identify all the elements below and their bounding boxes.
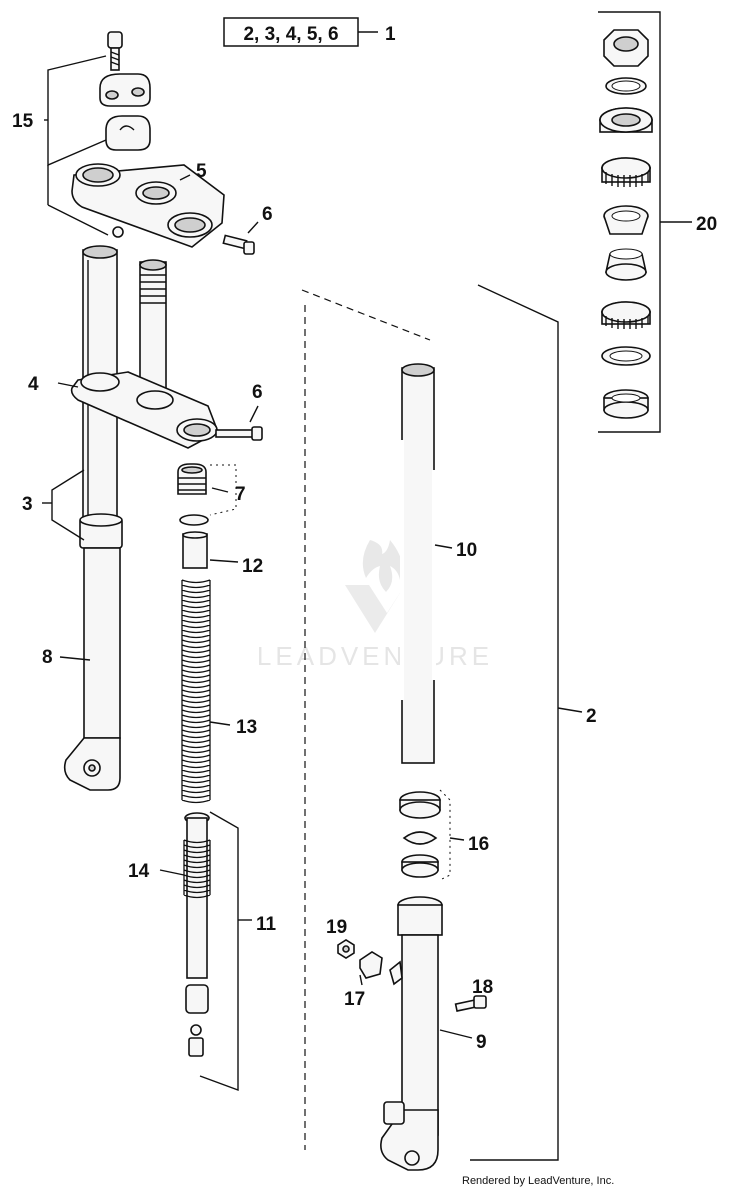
lower-triple-clamp: 4 xyxy=(28,371,220,449)
callout-1: 1 xyxy=(385,24,396,45)
damper-rod: 14 xyxy=(128,812,211,1057)
callout-1-group: 2, 3, 4, 5, 6 1 xyxy=(223,17,396,47)
bearing-kit-20: 20 xyxy=(598,11,717,433)
callout-5: 5 xyxy=(196,161,207,182)
bolt-18: 18 xyxy=(454,977,493,1012)
cap-o-ring xyxy=(179,514,209,526)
callout-10: 10 xyxy=(456,540,477,561)
upper-triple-clamp: 5 xyxy=(71,161,225,248)
callout-8: 8 xyxy=(42,647,53,668)
callout-11: 11 xyxy=(256,914,277,935)
callout-20: 20 xyxy=(696,214,717,235)
right-fork-slider: 9 xyxy=(380,896,487,1171)
callout-15: 15 xyxy=(12,111,34,132)
callout-1-group-label: 2, 3, 4, 5, 6 xyxy=(243,24,338,45)
callout-19: 19 xyxy=(326,917,347,938)
upper-pinch-bolt: 6 xyxy=(222,204,273,255)
bracket-15: 15 xyxy=(12,55,109,236)
spacer-12: 12 xyxy=(182,531,263,577)
lower-handlebar-clamp xyxy=(105,115,151,151)
callout-13: 13 xyxy=(236,717,257,738)
assembly-centerline xyxy=(301,289,431,1150)
watermark-text: LEADVENTURE xyxy=(257,641,493,671)
callout-2: 2 xyxy=(586,706,597,727)
fork-spring-13: 13 xyxy=(181,579,257,804)
callout-6-upper: 6 xyxy=(262,204,273,225)
render-credit: Rendered by LeadVenture, Inc. xyxy=(462,1175,614,1187)
bracket-3: 3 xyxy=(22,469,85,541)
fork-cap: 7 xyxy=(177,463,246,505)
bracket-2: 2 xyxy=(470,284,597,1161)
lower-pinch-bolt: 6 xyxy=(215,382,263,441)
callout-18: 18 xyxy=(472,977,493,998)
callout-6-lower: 6 xyxy=(252,382,263,403)
callout-9: 9 xyxy=(476,1032,487,1053)
clamp-bolt xyxy=(107,31,123,71)
upper-handlebar-clamp xyxy=(99,73,151,107)
callout-7: 7 xyxy=(235,484,246,505)
cap-bracket xyxy=(209,464,237,516)
callout-16: 16 xyxy=(468,834,489,855)
left-fork-slider: 8 xyxy=(42,513,123,791)
right-inner-tube: 10 xyxy=(400,363,477,764)
callout-4: 4 xyxy=(28,374,39,395)
leadventure-watermark: LEADVENTURE xyxy=(257,540,493,671)
callout-3: 3 xyxy=(22,494,33,515)
nut-19: 19 xyxy=(326,917,355,959)
cable-guide-17: 17 xyxy=(344,951,383,1010)
callout-17: 17 xyxy=(344,989,365,1010)
callout-12: 12 xyxy=(242,556,263,577)
bracket-11: 11 xyxy=(199,811,277,1092)
callout-14: 14 xyxy=(128,861,150,882)
seal-kit-16: 16 xyxy=(399,789,489,881)
